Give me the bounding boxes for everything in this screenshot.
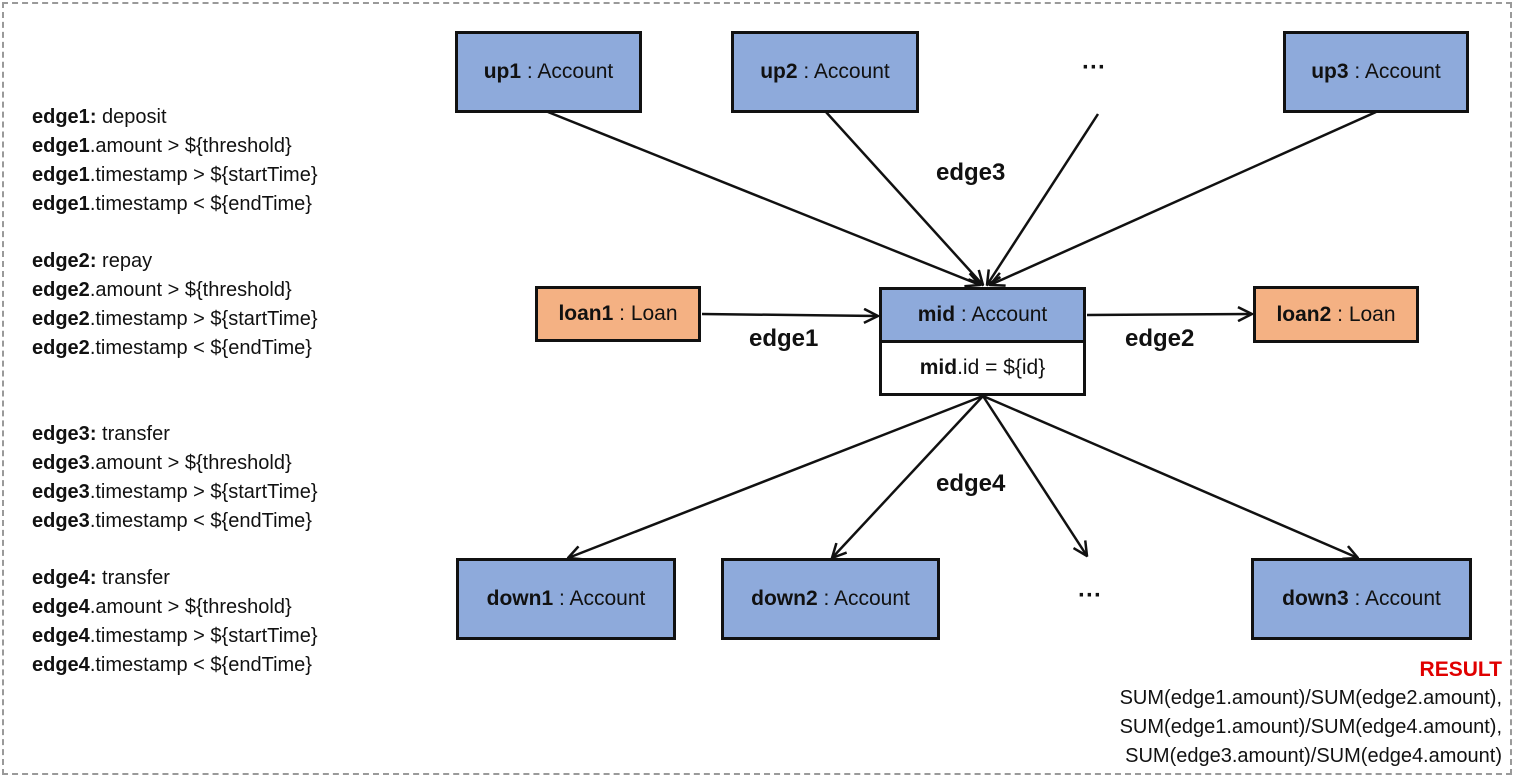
edge3-start-rule: edge3.timestamp > ${startTime} — [32, 481, 318, 503]
node-loan1: loan1 : Loan — [535, 286, 701, 342]
edge1-end-rule: edge1.timestamp < ${endTime} — [32, 193, 312, 215]
edge2-start-rule: edge2.timestamp > ${startTime} — [32, 308, 318, 330]
edge3-arrow-up3 — [990, 110, 1377, 285]
up-ellipsis: ··· — [1082, 54, 1106, 81]
edge3-arrow-ellipsis — [987, 113, 1100, 285]
edge1-arrow — [701, 314, 878, 316]
edge1-conditions: edge1: deposit edge1.amount > ${threshol… — [32, 103, 318, 219]
node-up1: up1 : Account — [455, 31, 642, 113]
edge4-start-rule: edge4.timestamp > ${startTime} — [32, 625, 318, 647]
edge4-end-rule: edge4.timestamp < ${endTime} — [32, 654, 312, 676]
edge1-start-rule: edge1.timestamp > ${startTime} — [32, 164, 318, 186]
result-line-1: SUM(edge1.amount)/SUM(edge2.amount), — [1119, 687, 1502, 709]
node-up2: up2 : Account — [731, 31, 919, 113]
node-mid-attribute: mid.id = ${id} — [879, 343, 1086, 396]
result-title: RESULT — [1419, 658, 1502, 681]
edge3-type-line: edge3: transfer — [32, 423, 170, 445]
edge4-amount-rule: edge4.amount > ${threshold} — [32, 596, 292, 618]
edge4-arrow-down3 — [982, 394, 1358, 558]
edge3-end-rule: edge3.timestamp < ${endTime} — [32, 510, 312, 532]
edge2-type-line: edge2: repay — [32, 250, 153, 272]
edge3-conditions: edge3: transfer edge3.amount > ${thresho… — [32, 420, 318, 536]
node-loan2: loan2 : Loan — [1253, 286, 1419, 343]
result-block: RESULT SUM(edge1.amount)/SUM(edge2.amoun… — [1120, 656, 1502, 771]
node-mid: mid : Account — [879, 287, 1086, 343]
edge1-amount-rule: edge1.amount > ${threshold} — [32, 135, 292, 157]
edge3-arrow-up2 — [825, 111, 983, 285]
node-up3: up3 : Account — [1283, 31, 1469, 113]
result-line-3: SUM(edge3.amount)/SUM(edge4.amount) — [1125, 745, 1502, 767]
edge4-arrow-ellipsis — [981, 395, 1087, 556]
edge2-arrow — [1086, 314, 1252, 315]
edge3-label: edge3 — [936, 159, 1006, 186]
edge4-type-line: edge4: transfer — [32, 567, 170, 589]
down-ellipsis: ··· — [1078, 582, 1102, 609]
edge2-conditions: edge2: repay edge2.amount > ${threshold}… — [32, 247, 318, 363]
node-down3: down3 : Account — [1251, 558, 1472, 640]
edge4-arrow-down1 — [568, 394, 984, 558]
edge4-label: edge4 — [936, 470, 1006, 497]
edge3-arrow-up1 — [547, 110, 980, 285]
edge4-arrow-down2 — [832, 395, 984, 558]
edge2-end-rule: edge2.timestamp < ${endTime} — [32, 337, 312, 359]
edge2-label: edge2 — [1125, 325, 1195, 352]
edge1-type-line: edge1: deposit — [32, 106, 167, 128]
node-down2: down2 : Account — [721, 558, 940, 640]
edge1-label: edge1 — [749, 325, 819, 352]
edge4-conditions: edge4: transfer edge4.amount > ${thresho… — [32, 564, 318, 680]
edge2-amount-rule: edge2.amount > ${threshold} — [32, 279, 292, 301]
node-down1: down1 : Account — [456, 558, 676, 640]
edge3-amount-rule: edge3.amount > ${threshold} — [32, 452, 292, 474]
result-line-2: SUM(edge1.amount)/SUM(edge4.amount), — [1119, 716, 1502, 738]
